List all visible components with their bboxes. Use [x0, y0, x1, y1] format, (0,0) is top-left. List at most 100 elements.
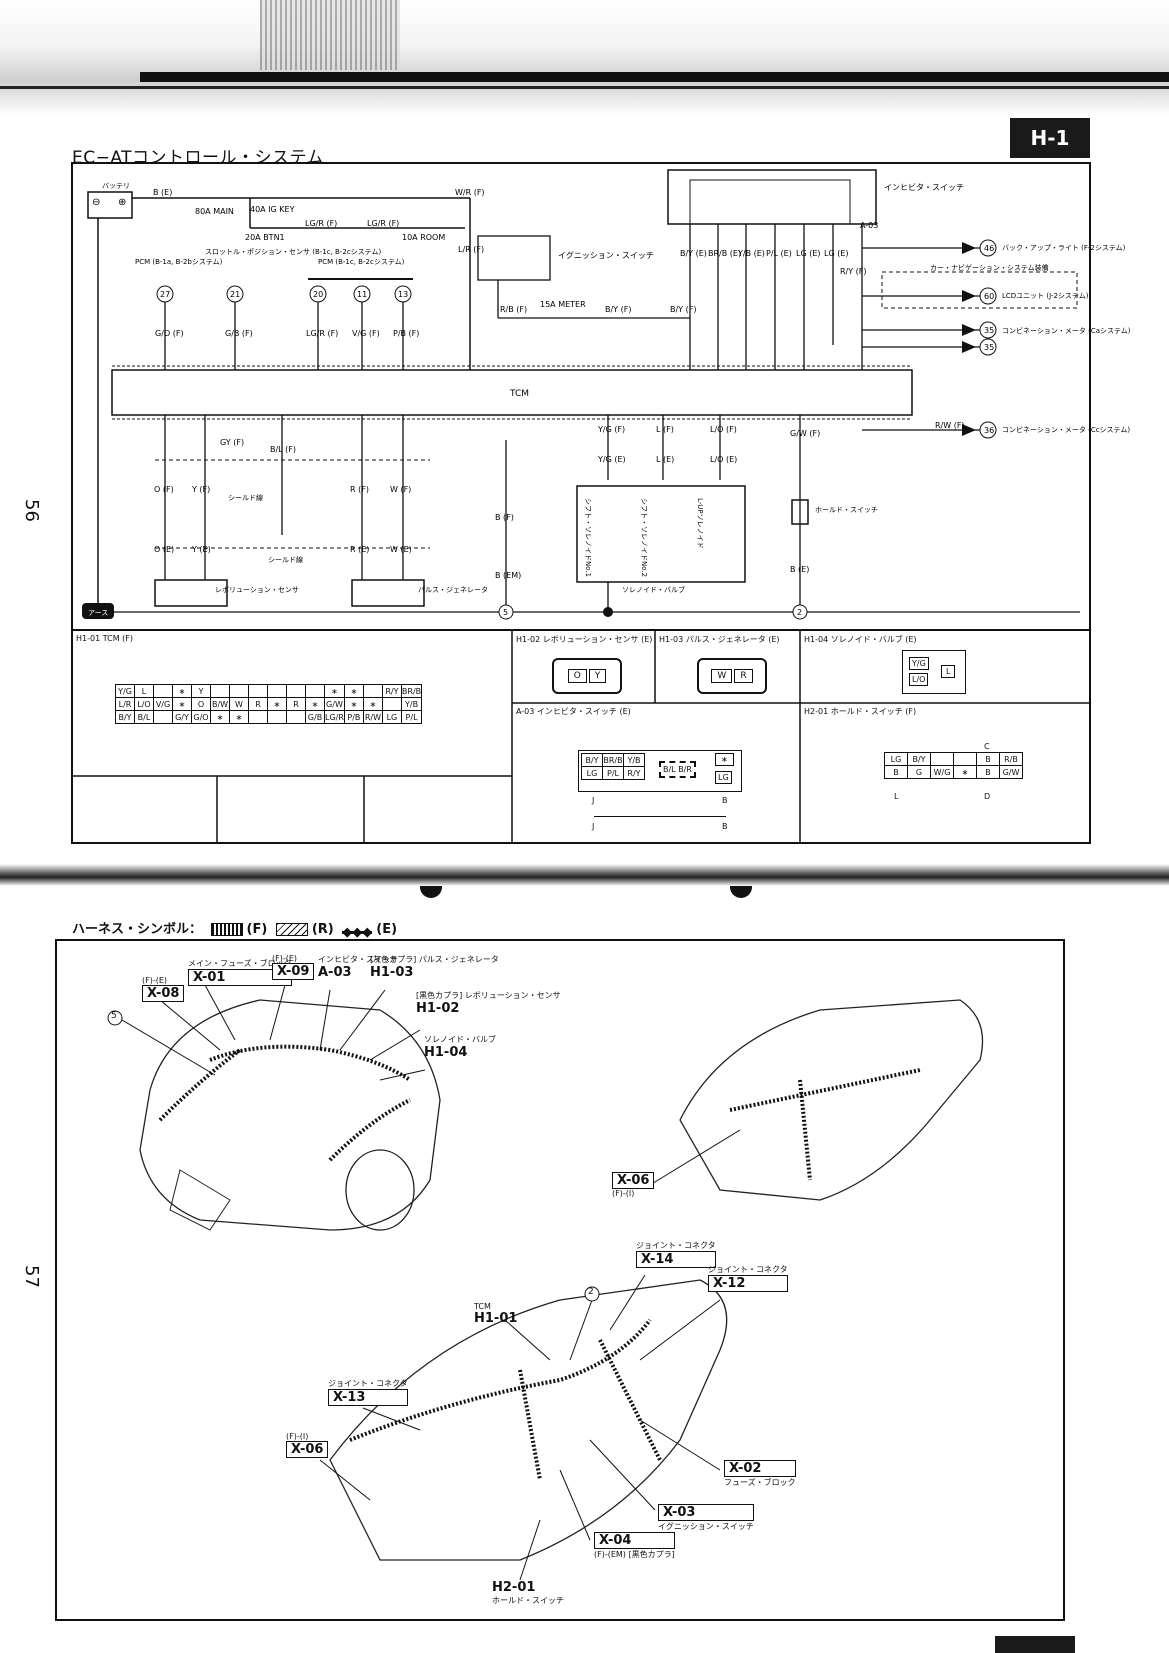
- svg-text:80A MAIN: 80A MAIN: [195, 207, 234, 216]
- svg-text:P/L (E): P/L (E): [766, 249, 792, 258]
- svg-text:L/O (E): L/O (E): [710, 455, 737, 464]
- svg-text:W/R (F): W/R (F): [455, 188, 485, 197]
- wire-b-e: B (E): [153, 188, 172, 197]
- svg-text:P/B (F): P/B (F): [393, 329, 419, 338]
- svg-text:10A ROOM: 10A ROOM: [402, 233, 445, 242]
- svg-text:O (F): O (F): [154, 485, 174, 494]
- svg-text:シールド線: シールド線: [228, 493, 263, 502]
- h2-01-title: H2-01 ホールド・スイッチ (F): [804, 707, 917, 716]
- svg-text:⊖: ⊖: [92, 197, 100, 208]
- svg-text:B/L (F): B/L (F): [270, 445, 296, 454]
- hold-switch: [791, 499, 809, 525]
- svg-text:Y/G (F): Y/G (F): [597, 425, 625, 434]
- svg-text:カー・ナビゲーション・システム装備: カー・ナビゲーション・システム装備: [930, 263, 1049, 272]
- h1-04-connector: Y/G L/O L: [902, 650, 966, 694]
- svg-text:W (F): W (F): [390, 485, 411, 494]
- location-frame: [55, 939, 1065, 1621]
- legend-swatch-r: [275, 923, 308, 936]
- pulse-generator: [351, 579, 425, 607]
- pin-cell: G/B: [305, 710, 325, 724]
- svg-text:R/W (F): R/W (F): [935, 421, 965, 430]
- svg-text:B/Y (F): B/Y (F): [605, 305, 631, 314]
- scan-shadow: [260, 0, 400, 70]
- svg-text:35: 35: [984, 326, 994, 335]
- h1-03-title: H1-03 パルス・ジェネレータ (E): [659, 635, 780, 644]
- svg-text:TCM: TCM: [509, 389, 529, 399]
- svg-text:R/Y (F): R/Y (F): [840, 267, 867, 276]
- svg-text:B/Y (E): B/Y (E): [680, 249, 707, 258]
- svg-text:パルス・ジェネレータ: パルス・ジェネレータ: [418, 585, 488, 594]
- battery-symbol: [87, 191, 133, 219]
- svg-text:シールド線: シールド線: [268, 555, 303, 564]
- svg-text:LG/R (F): LG/R (F): [367, 219, 399, 228]
- svg-text:R (E): R (E): [350, 545, 369, 554]
- svg-text:Y/G (E): Y/G (E): [597, 455, 626, 464]
- svg-text:2: 2: [797, 608, 802, 617]
- svg-text:60: 60: [984, 292, 994, 301]
- legend-swatch-f: [210, 923, 243, 936]
- svg-text:L/R (F): L/R (F): [458, 245, 484, 254]
- callout-x-08: (F)-(E)X-08: [142, 976, 185, 1002]
- svg-text:GY (F): GY (F): [220, 438, 244, 447]
- svg-text:R (F): R (F): [350, 485, 369, 494]
- svg-text:W (E): W (E): [390, 545, 412, 554]
- navi-option-box: [881, 271, 1078, 309]
- svg-text:PCM (B-1a, B-2bシステム): PCM (B-1a, B-2bシステム): [135, 258, 223, 266]
- svg-text:シフト・ソレノイドNo.1: シフト・ソレノイドNo.1: [584, 498, 592, 577]
- svg-text:20A BTN1: 20A BTN1: [245, 233, 285, 242]
- tcm-box: [111, 369, 913, 416]
- svg-text:11: 11: [357, 290, 367, 299]
- svg-text:スロットル・ポジション・センサ (B-1c, B-2cシステ: スロットル・ポジション・センサ (B-1c, B-2cシステム): [205, 248, 381, 256]
- svg-text:PCM (B-1c, B-2cシステム): PCM (B-1c, B-2cシステム): [318, 258, 405, 266]
- pin-cell: R/W: [362, 710, 383, 724]
- scan-middle-band: [0, 864, 1169, 886]
- pin-cell: P/L: [400, 710, 423, 724]
- svg-text:Y (E): Y (E): [191, 545, 211, 554]
- svg-text:レボリューション・センサ: レボリューション・センサ: [215, 586, 299, 594]
- ground-symbol: [82, 603, 114, 619]
- svg-text:15A METER: 15A METER: [540, 300, 586, 309]
- scan-top-band: [0, 0, 1169, 115]
- pin-cell: LG: [581, 766, 603, 780]
- harness-legend: ハーネス・シンボル： (F) (R) ◆◆◆(E): [72, 922, 398, 940]
- svg-text:G/B (F): G/B (F): [225, 329, 253, 338]
- h1-03-connector: W R: [697, 658, 767, 694]
- battery-label: バッテリ: [102, 182, 130, 190]
- svg-text:LG/R (F): LG/R (F): [305, 219, 337, 228]
- callout-x-04: X-04(F)-(EM) [黒色カプラ]: [594, 1532, 675, 1559]
- svg-text:L (E): L (E): [656, 455, 674, 464]
- pin-cell: ∗: [210, 710, 230, 724]
- revolution-sensor: [154, 579, 228, 607]
- svg-text:⊕: ⊕: [118, 197, 126, 208]
- solenoid-valve-block: [576, 485, 746, 583]
- svg-text:LG (E): LG (E): [824, 249, 849, 258]
- svg-text:B/Y (F): B/Y (F): [670, 305, 696, 314]
- svg-text:Y (F): Y (F): [191, 485, 210, 494]
- pin-cell: W/G: [930, 765, 954, 779]
- svg-text:L/O (F): L/O (F): [710, 425, 737, 434]
- svg-text:ホールド・スイッチ: ホールド・スイッチ: [815, 506, 878, 514]
- callout-x-06-top: X-06(F)-(I): [612, 1172, 655, 1198]
- svg-text:Y/B (E): Y/B (E): [737, 249, 765, 258]
- svg-text:R/B (F): R/B (F): [500, 305, 527, 314]
- svg-text:バック・アップ・ライト (F-2システム): バック・アップ・ライト (F-2システム): [1002, 244, 1126, 252]
- h1-02-title: H1-02 レボリューション・センサ (E): [516, 635, 653, 644]
- svg-text:L-UPソレノイド: L-UPソレノイド: [696, 498, 704, 549]
- a-03-title: A-03 インヒビタ・スイッチ (E): [516, 707, 631, 716]
- ignition-switch: [477, 235, 551, 281]
- svg-text:G/O (F): G/O (F): [155, 329, 184, 338]
- svg-text:20: 20: [313, 290, 323, 299]
